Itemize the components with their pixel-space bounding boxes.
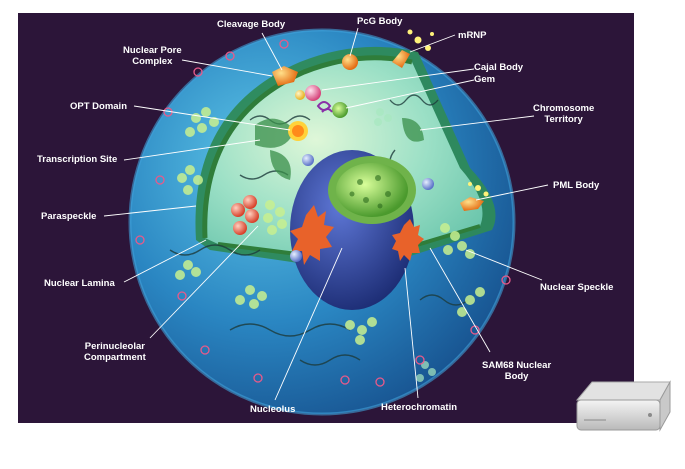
label-nucleolus: Nucleolus bbox=[250, 404, 296, 415]
label-pml-body: PML Body bbox=[553, 180, 600, 191]
label-perinucleolar-compartment: Perinucleolar Compartment bbox=[84, 341, 146, 363]
label-nuclear-pore-complex-line1: Nuclear Pore bbox=[123, 45, 182, 56]
cleavage-body-marker bbox=[272, 66, 298, 86]
heterochromatin-cluster bbox=[290, 205, 424, 265]
label-nuclear-lamina: Nuclear Lamina bbox=[44, 278, 115, 289]
mrnp-marker bbox=[392, 29, 434, 68]
label-sam68-nuclear-body: SAM68 Nuclear Body bbox=[482, 360, 551, 382]
label-chromosome-territory: Chromosome Territory bbox=[533, 103, 594, 125]
label-paraspeckle: Paraspeckle bbox=[41, 211, 97, 222]
label-sam68-nuclear-body-line2: Body bbox=[504, 371, 529, 382]
label-heterochromatin: Heterochromatin bbox=[381, 402, 458, 413]
blue-body-1 bbox=[302, 154, 314, 166]
label-pcg-body: PcG Body bbox=[357, 16, 403, 27]
mac-mini-icon bbox=[575, 380, 671, 432]
label-perinucleolar-compartment-line2: Compartment bbox=[84, 352, 146, 363]
label-chromosome-territory-line2: Territory bbox=[544, 114, 583, 125]
label-mrnp: mRNP bbox=[458, 30, 487, 41]
label-nuclear-pore-complex: Nuclear Pore Complex bbox=[123, 45, 182, 67]
label-nuclear-speckle: Nuclear Speckle bbox=[540, 282, 614, 293]
bead-clusters-light bbox=[374, 108, 436, 382]
cajal-body-marker bbox=[305, 85, 321, 101]
gem-marker bbox=[316, 101, 348, 118]
label-cleavage-body: Cleavage Body bbox=[217, 19, 286, 30]
pcg-body-marker bbox=[342, 54, 358, 70]
opt-domain-marker bbox=[288, 121, 308, 141]
nuclear-speckle-clusters bbox=[175, 107, 485, 345]
nucleolus bbox=[290, 150, 416, 310]
label-sam68-nuclear-body-line1: SAM68 Nuclear bbox=[482, 360, 552, 371]
leader-lines bbox=[103, 27, 549, 401]
label-transcription-site: Transcription Site bbox=[37, 154, 118, 165]
blue-body-3 bbox=[422, 178, 434, 190]
blue-body-2 bbox=[290, 250, 302, 262]
perinucleolar-compartment-marker bbox=[231, 195, 259, 235]
label-nuclear-pore-complex-line2: Complex bbox=[132, 56, 173, 67]
label-perinucleolar-compartment-line1: Perinucleolar bbox=[84, 341, 145, 352]
pml-body-marker bbox=[460, 182, 489, 211]
chromosome-territory-blobs bbox=[255, 118, 424, 180]
label-cajal-body: Cajal Body bbox=[474, 62, 524, 73]
label-opt-domain: OPT Domain bbox=[70, 101, 128, 112]
label-chromosome-territory-line1: Chromosome bbox=[533, 103, 595, 114]
yellow-body bbox=[295, 90, 305, 100]
label-gem: Gem bbox=[474, 74, 496, 85]
